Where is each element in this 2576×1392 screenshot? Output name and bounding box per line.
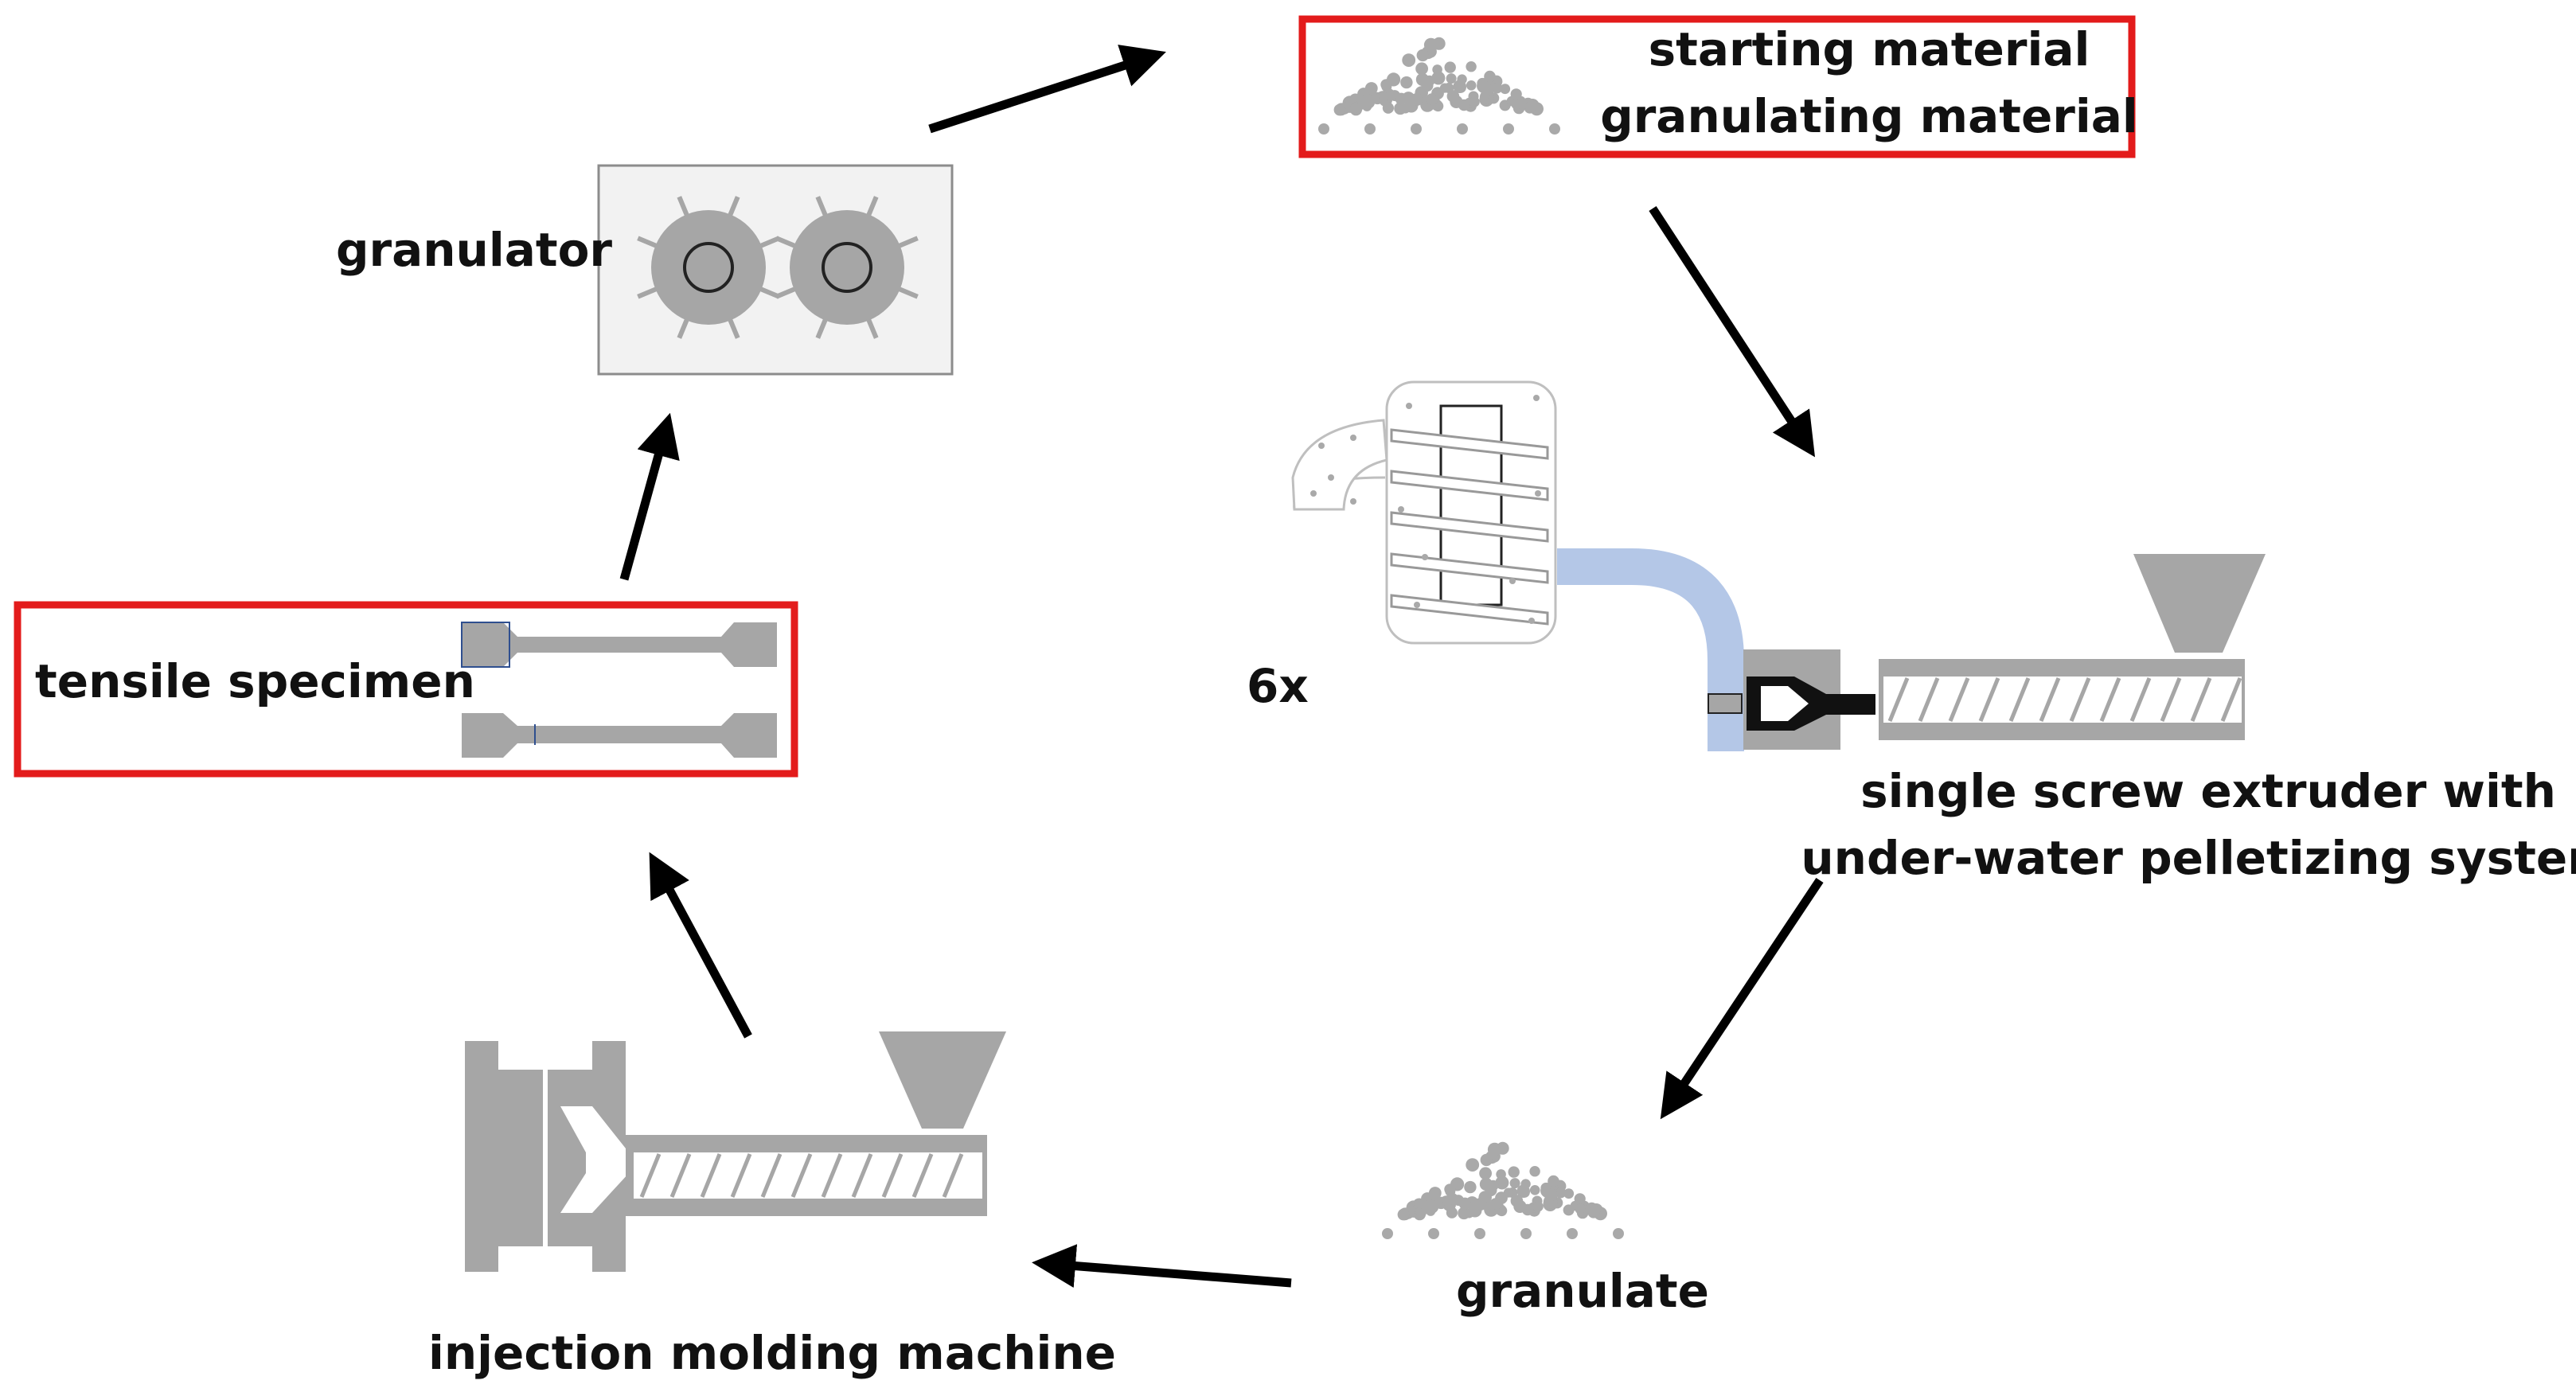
granulator-icon: [597, 164, 954, 376]
arrow-injection-to-specimen: [649, 852, 752, 1039]
dog-bone-specimen-icon: [461, 622, 777, 758]
arrow-specimen-to-granulator: [619, 412, 680, 581]
granulator-label: granulator: [336, 223, 612, 277]
arrow-granulator-to-material: [928, 45, 1166, 134]
extruder-label-line2: under-water pelletizing system: [1801, 831, 2576, 885]
pellet-pile-icon: [1382, 1141, 1624, 1239]
rotor-icon: [775, 196, 919, 339]
granulate-label: granulate: [1456, 1264, 1709, 1318]
mixing-tank-icon: [1291, 380, 1557, 645]
under-water-pelletizer-icon: [1708, 649, 1875, 750]
arrow-granulate-to-injection: [1032, 1244, 1292, 1289]
injection-molding-machine-icon: [465, 1031, 1006, 1272]
starting-material-label: starting material: [1649, 22, 2090, 76]
arrow-extruder-to-granulate: [1660, 877, 1824, 1120]
rotor-icon: [637, 196, 780, 339]
granulating-material-label: granulating material: [1600, 89, 2138, 143]
water-pipe: [1557, 548, 1744, 751]
repeat-count-label: 6x: [1247, 659, 1309, 713]
arrow-material-to-extruder: [1649, 205, 1816, 458]
extruder-label-line1: single screw extruder with: [1860, 764, 2556, 818]
starting-material-box: starting material granulating material: [1298, 15, 2138, 158]
pellet-pile-icon: [1318, 37, 1560, 135]
injection-molding-label: injection molding machine: [428, 1326, 1116, 1380]
tensile-specimen-label: tensile specimen: [35, 654, 475, 708]
tensile-specimen-box: tensile specimen: [14, 601, 798, 778]
single-screw-extruder-icon: [1879, 554, 2266, 740]
